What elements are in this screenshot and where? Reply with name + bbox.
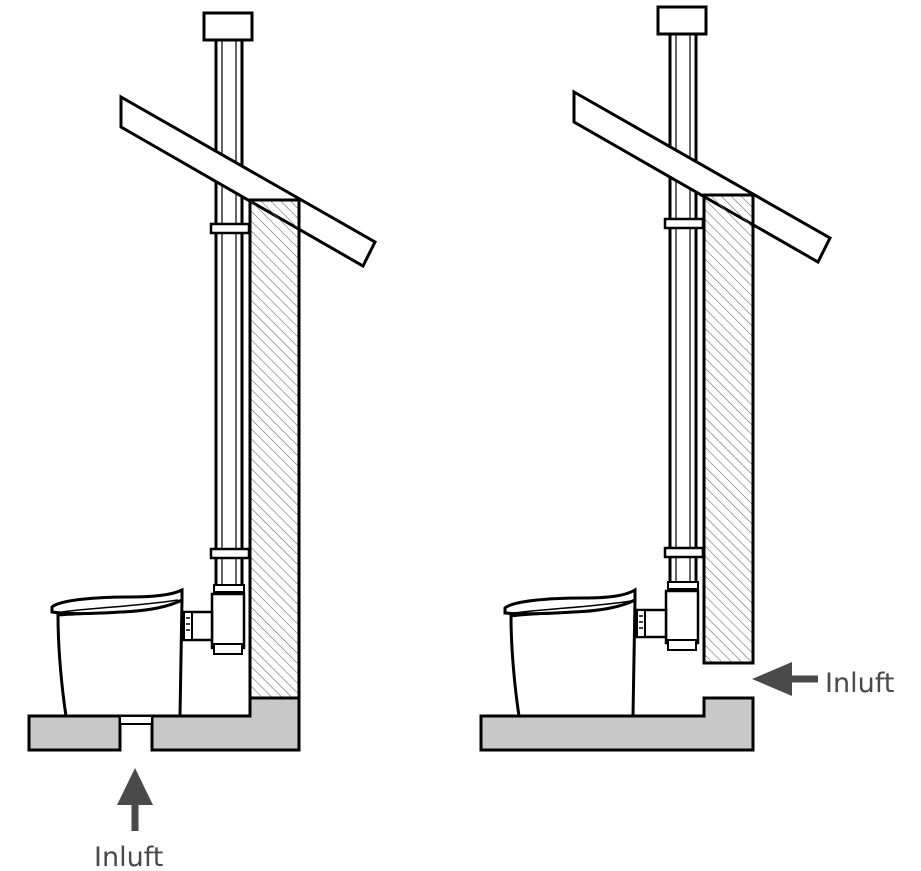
left-wall xyxy=(248,198,301,700)
right-installation: Inluft xyxy=(479,5,894,752)
right-pipe-collar-upper xyxy=(663,217,705,230)
right-vent-pipe xyxy=(668,32,698,596)
left-vent-cap xyxy=(202,11,254,42)
left-inlet-label: Inluft xyxy=(94,842,163,871)
left-installation: Inluft xyxy=(27,11,377,871)
left-pipe-collar-upper xyxy=(209,222,251,235)
right-vent-cap xyxy=(656,5,708,36)
left-roof-beam xyxy=(119,94,377,269)
right-floor-slab xyxy=(479,696,755,752)
left-toilet xyxy=(50,587,184,718)
left-floor-slab xyxy=(27,714,122,752)
left-vent-pipe xyxy=(214,38,244,607)
right-inlet-label: Inluft xyxy=(825,668,894,699)
left-inlet-arrow xyxy=(117,768,153,831)
right-wall xyxy=(702,193,755,665)
right-roof-beam xyxy=(572,89,832,265)
left-pipe-collar-lower xyxy=(209,547,251,560)
right-pipe-collar-lower xyxy=(663,546,705,559)
right-inlet-arrow xyxy=(752,662,818,696)
left-pipe-tee xyxy=(210,592,246,650)
right-toilet xyxy=(503,587,637,718)
right-pipe-collar-small xyxy=(667,581,699,590)
left-floor-vent-opening xyxy=(119,715,153,725)
left-pipe-collar-small xyxy=(213,584,245,593)
right-pipe-tee xyxy=(664,589,700,645)
